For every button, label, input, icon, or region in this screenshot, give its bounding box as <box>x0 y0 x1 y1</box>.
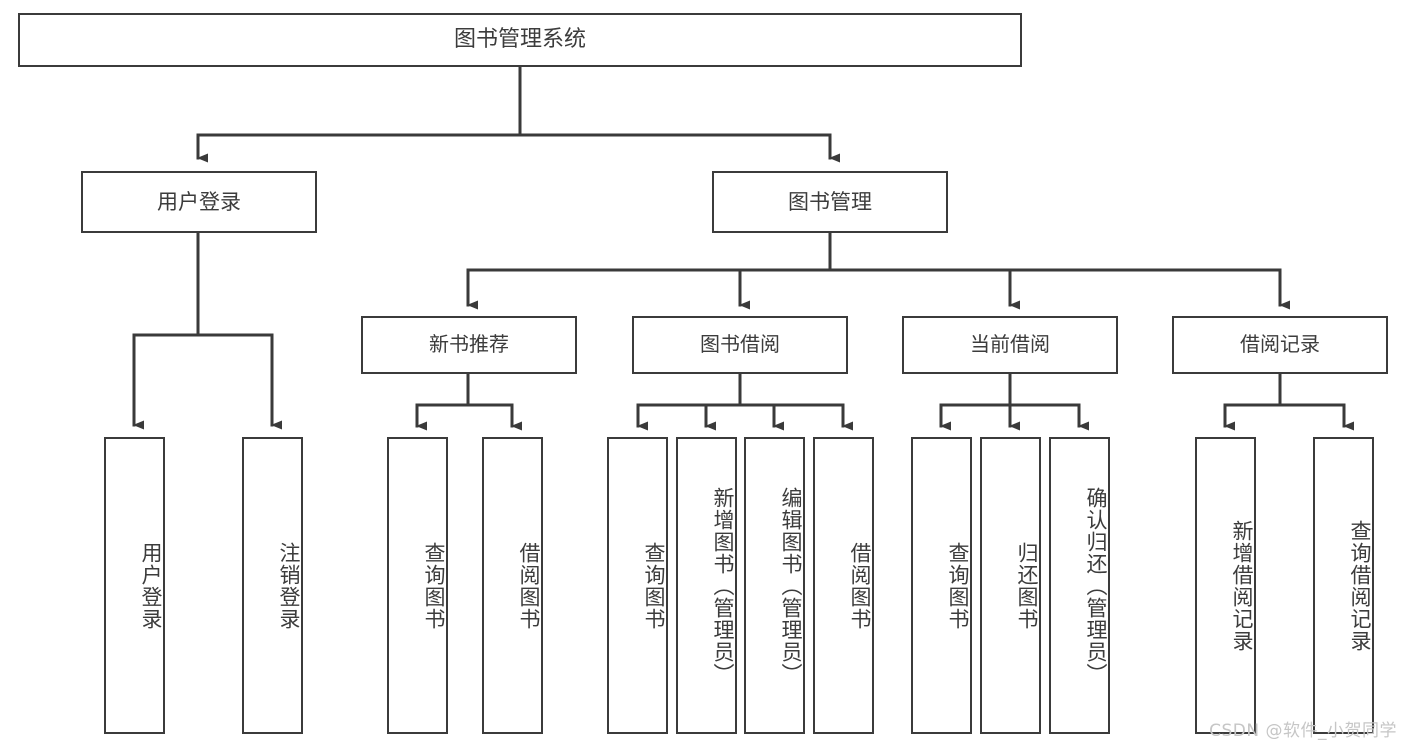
node-label: 当前借阅 <box>970 332 1050 357</box>
node-label: 用户登录 <box>157 189 241 214</box>
node-leaf-edit-book-admin[interactable]: 编辑图书（管理员） <box>744 437 805 734</box>
node-label: 新增借阅记录 <box>1230 519 1254 652</box>
node-label: 用户登录 <box>139 541 163 630</box>
node-label: 查询图书 <box>946 541 970 630</box>
node-label: 图书管理系统 <box>453 27 586 53</box>
node-label: 新书推荐 <box>429 332 509 357</box>
node-leaf-add-borrow-record[interactable]: 新增借阅记录 <box>1195 437 1256 734</box>
node-label: 查询图书 <box>642 541 666 630</box>
node-label: 查询图书 <box>422 541 446 630</box>
node-current-borrowing[interactable]: 当前借阅 <box>902 316 1118 374</box>
node-leaf-borrow-books-new[interactable]: 借阅图书 <box>482 437 543 734</box>
node-label: 确认归还（管理员） <box>1084 486 1108 685</box>
node-root-book-management-system[interactable]: 图书管理系统 <box>18 13 1022 67</box>
node-new-book-recommendation[interactable]: 新书推荐 <box>361 316 577 374</box>
csdn-watermark: CSDN @软件_小贺同学 <box>1209 721 1397 741</box>
node-label: 借阅图书 <box>517 541 541 630</box>
node-label: 借阅图书 <box>848 541 872 630</box>
node-borrow-records[interactable]: 借阅记录 <box>1172 316 1388 374</box>
node-label: 图书借阅 <box>700 332 780 357</box>
node-leaf-query-borrow-record[interactable]: 查询借阅记录 <box>1313 437 1374 734</box>
node-book-borrowing[interactable]: 图书借阅 <box>632 316 848 374</box>
node-label: 注销登录 <box>277 541 301 630</box>
node-label: 查询借阅记录 <box>1348 519 1372 652</box>
node-leaf-borrow-books[interactable]: 借阅图书 <box>813 437 874 734</box>
node-leaf-add-book-admin[interactable]: 新增图书（管理员） <box>676 437 737 734</box>
node-leaf-logout[interactable]: 注销登录 <box>242 437 303 734</box>
node-label: 编辑图书（管理员） <box>779 486 803 685</box>
node-leaf-user-login[interactable]: 用户登录 <box>104 437 165 734</box>
node-label: 归还图书 <box>1015 541 1039 630</box>
node-user-login[interactable]: 用户登录 <box>81 171 317 233</box>
node-label: 借阅记录 <box>1240 332 1320 357</box>
node-leaf-query-books-current[interactable]: 查询图书 <box>911 437 972 734</box>
node-leaf-confirm-return-admin[interactable]: 确认归还（管理员） <box>1049 437 1110 734</box>
node-leaf-query-books-borrow[interactable]: 查询图书 <box>607 437 668 734</box>
node-book-management[interactable]: 图书管理 <box>712 171 948 233</box>
node-label: 图书管理 <box>788 189 872 214</box>
node-label: 新增图书（管理员） <box>711 486 735 685</box>
node-leaf-return-books[interactable]: 归还图书 <box>980 437 1041 734</box>
node-leaf-query-books-new[interactable]: 查询图书 <box>387 437 448 734</box>
